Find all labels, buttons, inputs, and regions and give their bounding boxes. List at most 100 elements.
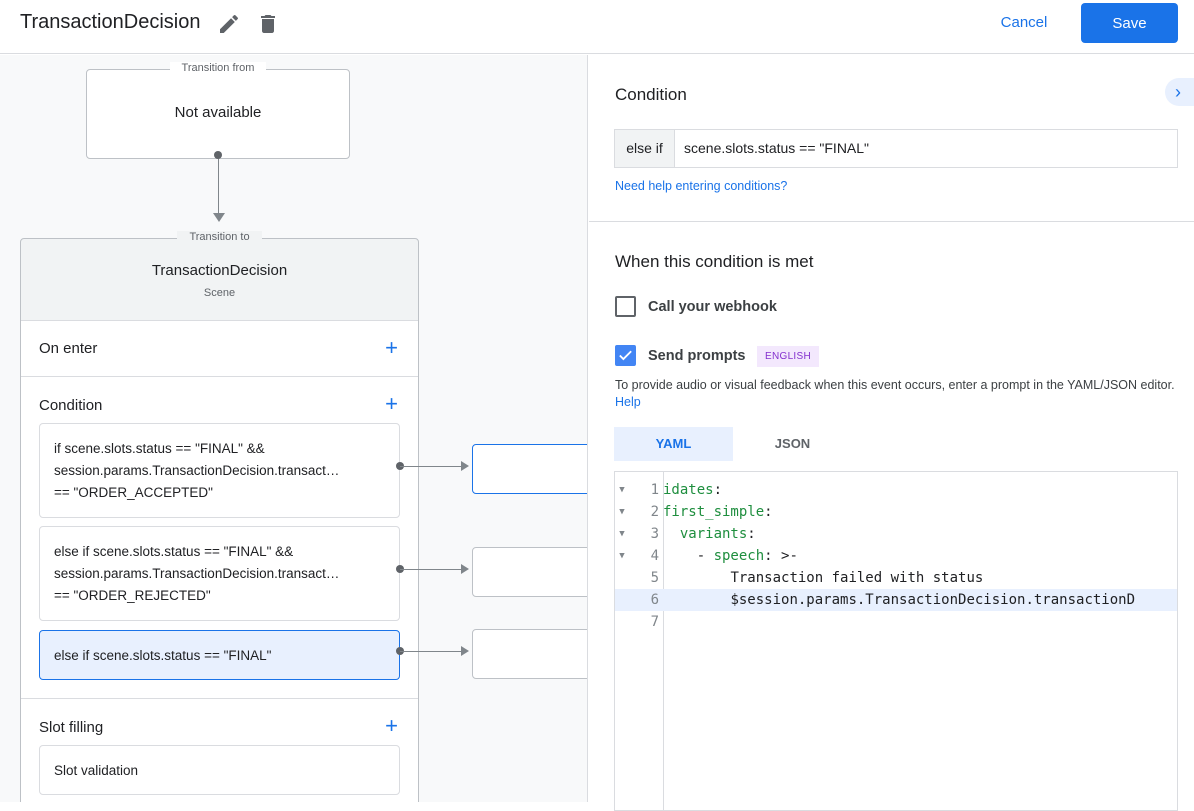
flow-canvas: Transition from Not available Transition… [0, 55, 588, 802]
line-number: 4 [650, 548, 659, 564]
slot-filling-section: Slot filling + Slot validation [21, 698, 418, 802]
delete-icon[interactable] [256, 12, 280, 36]
condition-prefix: else if [615, 130, 675, 167]
code-key: speech [713, 548, 765, 564]
code-key: first_simple [663, 504, 765, 520]
condition-text: session.params.TransactionDecision.trans… [54, 566, 340, 581]
prompts-checkbox[interactable] [615, 345, 636, 366]
gutter-divider [663, 472, 664, 810]
condition-value[interactable]: scene.slots.status == "FINAL" [684, 140, 870, 156]
arrow-down-icon [213, 213, 225, 222]
slot-filling-label: Slot filling [39, 719, 104, 736]
fold-arrow-icon[interactable]: ▼ [619, 507, 625, 517]
scene-title: TransactionDecision [20, 11, 201, 33]
code-text: $session.params.TransactionDecision.tran… [663, 589, 1177, 611]
arrow-right-icon [461, 646, 469, 656]
code-line[interactable]: ▼ 4 - speech: >- [615, 545, 1177, 567]
code-rest: : [747, 526, 756, 542]
scene-name: TransactionDecision [151, 262, 288, 279]
condition-label: Condition [39, 397, 103, 414]
webhook-label: Call your webhook [648, 299, 777, 315]
add-condition-icon[interactable]: + [385, 391, 398, 416]
help-link[interactable]: Help [615, 395, 641, 409]
arrow-right-icon [461, 564, 469, 574]
condition-section: Condition + if scene.slots.status == "FI… [21, 376, 418, 698]
code-text: idates: [663, 479, 1177, 501]
condition-panel: › Condition else if scene.slots.status =… [589, 55, 1194, 811]
transition-from-label: Transition from [169, 62, 267, 74]
help-conditions-link[interactable]: Need help entering conditions? [615, 179, 788, 193]
transition-target-box[interactable] [472, 547, 587, 597]
on-enter-section[interactable]: On enter + [21, 320, 418, 376]
line-number: 3 [650, 526, 659, 542]
transition-from-value: Not available [174, 104, 262, 121]
transition-target-box[interactable] [472, 629, 587, 679]
condition-title: Condition [615, 85, 687, 104]
code-line[interactable]: 6 $session.params.TransactionDecision.tr… [615, 589, 1177, 611]
code-key: idates [663, 482, 714, 498]
code-rest: : >- [764, 548, 798, 564]
connector-line [400, 569, 462, 570]
on-enter-label: On enter [39, 340, 98, 357]
tab-yaml[interactable]: YAML [614, 427, 733, 461]
condition-met-title: When this condition is met [615, 252, 814, 271]
prompt-description: To provide audio or visual feedback when… [615, 377, 1175, 411]
connector-dot [214, 151, 222, 159]
code-text: first_simple: [663, 501, 1177, 523]
code-rest: : [764, 504, 773, 520]
code-text: - speech: >- [663, 545, 1177, 567]
arrow-right-icon [461, 461, 469, 471]
code-indent [663, 526, 680, 542]
save-button[interactable]: Save [1081, 3, 1178, 43]
fold-arrow-icon[interactable]: ▼ [619, 485, 625, 495]
connector-line [400, 651, 462, 652]
condition-card[interactable]: if scene.slots.status == "FINAL" && sess… [39, 423, 400, 518]
code-line[interactable]: 5 Transaction failed with status [615, 567, 1177, 589]
description-text: To provide audio or visual feedback when… [615, 378, 1175, 392]
scene-box: Transition to TransactionDecision Scene … [20, 231, 419, 802]
condition-text: else if scene.slots.status == "FINAL" && [54, 544, 294, 559]
connector-line [218, 159, 219, 215]
code-rest: Transaction failed with status [730, 570, 984, 586]
add-slot-icon[interactable]: + [385, 713, 398, 738]
code-indent [663, 592, 730, 608]
scene-type: Scene [203, 287, 236, 299]
transition-target-box[interactable] [472, 444, 587, 494]
line-number: 1 [650, 482, 659, 498]
code-line[interactable]: 7 [615, 611, 1177, 633]
condition-input[interactable]: else if scene.slots.status == "FINAL" [614, 129, 1178, 168]
code-indent [663, 570, 730, 586]
condition-text: else if scene.slots.status == "FINAL" [54, 648, 272, 663]
add-icon[interactable]: + [385, 335, 398, 360]
code-text: variants: [663, 523, 1177, 545]
cancel-button[interactable]: Cancel [984, 4, 1064, 40]
webhook-checkbox[interactable] [615, 296, 636, 317]
code-line[interactable]: ▼ 3 variants: [615, 523, 1177, 545]
condition-text: if scene.slots.status == "FINAL" && [54, 441, 265, 456]
tab-json[interactable]: JSON [774, 436, 811, 451]
slot-validation-label: Slot validation [54, 763, 139, 778]
condition-card-selected[interactable]: else if scene.slots.status == "FINAL" [39, 630, 400, 680]
fold-arrow-icon[interactable]: ▼ [619, 529, 625, 539]
code-rest: : [713, 482, 723, 498]
line-number: 5 [650, 570, 659, 586]
code-rest: $session.params.TransactionDecision.tran… [730, 592, 1136, 608]
line-number: 2 [650, 504, 659, 520]
line-number: 7 [650, 614, 659, 630]
condition-text: session.params.TransactionDecision.trans… [54, 463, 340, 478]
transition-from-box: Transition from Not available [86, 62, 350, 159]
slot-validation-card[interactable]: Slot validation [39, 745, 400, 795]
code-indent: - [663, 548, 714, 564]
connector-line [400, 466, 462, 467]
language-badge: ENGLISH [757, 346, 820, 367]
fold-arrow-icon[interactable]: ▼ [619, 551, 625, 561]
top-bar: TransactionDecision Cancel Save [0, 0, 1194, 54]
edit-icon[interactable] [217, 12, 241, 36]
condition-text: == "ORDER_ACCEPTED" [54, 485, 213, 500]
condition-card[interactable]: else if scene.slots.status == "FINAL" &&… [39, 526, 400, 621]
collapse-panel-chevron-icon[interactable]: › [1165, 78, 1194, 106]
code-key: variants [679, 526, 748, 542]
